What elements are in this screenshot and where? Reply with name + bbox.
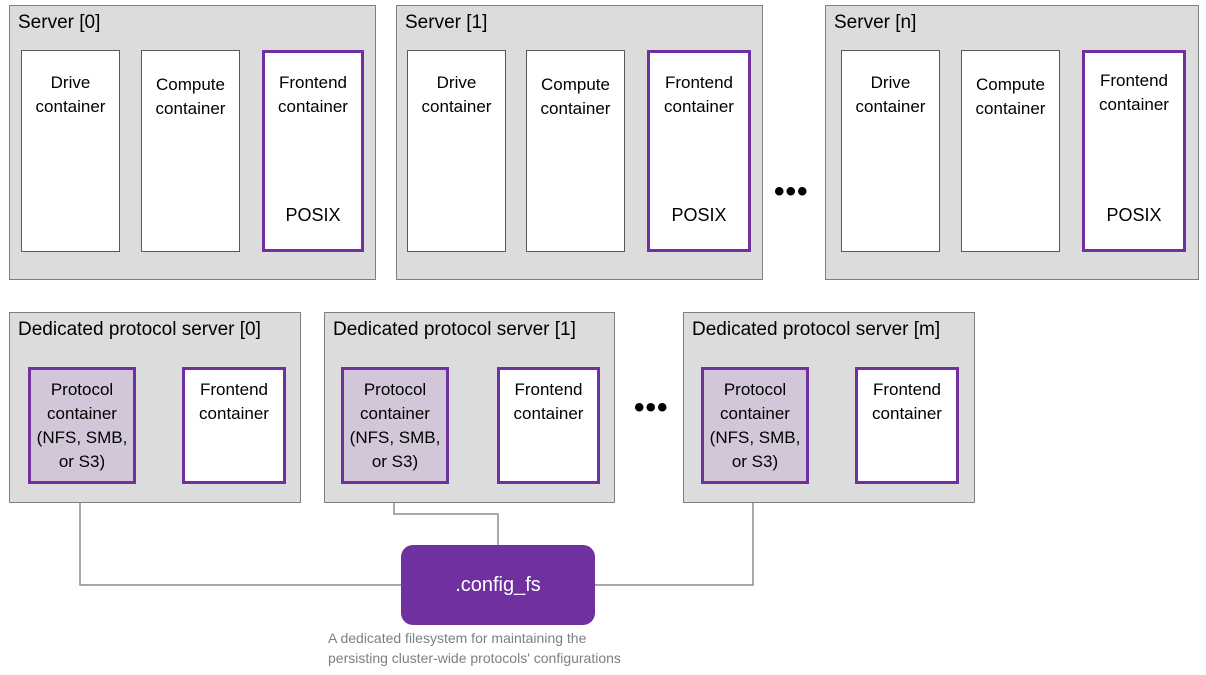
protocol-container: Protocol container (NFS, SMB, or S3) <box>341 367 449 484</box>
drive-container-label: Drive container <box>421 73 492 116</box>
protocol-servers-ellipsis: ••• <box>634 391 669 424</box>
servers-ellipsis: ••• <box>774 175 809 208</box>
compute-container: Compute container <box>961 50 1060 252</box>
server-title: Server [1] <box>405 12 488 33</box>
posix-label: POSIX <box>285 205 341 225</box>
drive-container-label: Drive container <box>855 73 926 116</box>
drive-container-label: Drive container <box>35 73 106 116</box>
protocol-container-label: Protocol container (NFS, SMB, or S3) <box>36 380 128 471</box>
drive-container: Drive container <box>21 50 120 252</box>
frontend-container: Frontend container <box>182 367 286 484</box>
frontend-container-label: Frontend container <box>513 380 584 423</box>
frontend-container: Frontend container POSIX <box>262 50 364 252</box>
protocol-container-label: Protocol container (NFS, SMB, or S3) <box>349 380 441 471</box>
frontend-container: Frontend container POSIX <box>647 50 751 252</box>
frontend-container-label: Frontend container <box>278 73 348 116</box>
protocol-container: Protocol container (NFS, SMB, or S3) <box>701 367 809 484</box>
connector-protocol-m <box>595 482 754 586</box>
frontend-container-label: Frontend container <box>199 380 269 423</box>
drive-container: Drive container <box>407 50 506 252</box>
frontend-container: Frontend container <box>497 367 600 484</box>
frontend-container: Frontend container POSIX <box>1082 50 1186 252</box>
posix-label: POSIX <box>1106 205 1162 225</box>
compute-container: Compute container <box>141 50 240 252</box>
server-1: Server [1] Drive container Compute conta… <box>396 5 763 280</box>
protocol-server-title: Dedicated protocol server [m] <box>692 319 941 340</box>
compute-container-label: Compute container <box>155 75 226 118</box>
protocol-server-0: Dedicated protocol server [0] Protocol c… <box>9 312 301 503</box>
compute-container-label: Compute container <box>540 75 611 118</box>
compute-container: Compute container <box>526 50 625 252</box>
protocol-container: Protocol container (NFS, SMB, or S3) <box>28 367 136 484</box>
server-n: Server [n] Drive container Compute conta… <box>825 5 1199 280</box>
server-0: Server [0] Drive container Compute conta… <box>9 5 376 280</box>
config-fs-caption: A dedicated filesystem for maintaining t… <box>328 628 621 668</box>
protocol-server-1: Dedicated protocol server [1] Protocol c… <box>324 312 615 503</box>
posix-label: POSIX <box>671 205 727 225</box>
server-title: Server [n] <box>834 12 917 33</box>
protocol-server-m: Dedicated protocol server [m] Protocol c… <box>683 312 975 503</box>
drive-container: Drive container <box>841 50 940 252</box>
protocol-container-label: Protocol container (NFS, SMB, or S3) <box>709 380 801 471</box>
config-fs-label: .config_fs <box>455 573 541 596</box>
connector-protocol-0 <box>79 482 401 586</box>
frontend-container-label: Frontend container <box>664 73 734 116</box>
frontend-container: Frontend container <box>855 367 959 484</box>
compute-container-label: Compute container <box>975 75 1046 118</box>
config-fs-box: .config_fs <box>401 545 595 625</box>
protocol-server-title: Dedicated protocol server [1] <box>333 319 576 340</box>
frontend-container-label: Frontend container <box>872 380 942 423</box>
config-fs-caption-text: A dedicated filesystem for maintaining t… <box>328 630 621 666</box>
server-title: Server [0] <box>18 12 101 33</box>
protocol-server-title: Dedicated protocol server [0] <box>18 319 261 340</box>
frontend-container-label: Frontend container <box>1099 71 1169 114</box>
